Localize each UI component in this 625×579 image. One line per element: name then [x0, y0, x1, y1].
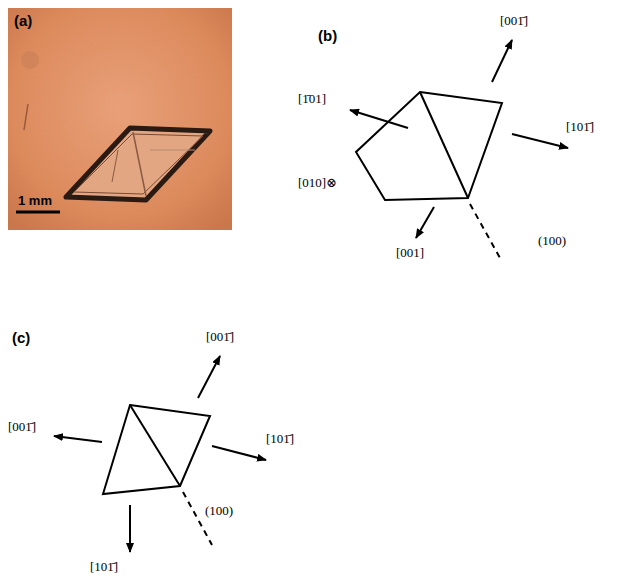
direction-label: [001̄] — [500, 14, 528, 28]
direction-label: [101̄] — [266, 432, 294, 446]
plane-label: (100) — [205, 504, 233, 518]
direction-label: [101̄] — [90, 560, 118, 574]
direction-label: [001] — [396, 246, 424, 260]
panel-letter: (b) — [318, 28, 337, 45]
crystal-sketch-b — [350, 40, 568, 258]
direction-label: [101̄] — [566, 120, 594, 134]
direction-label: [001̄] — [206, 330, 234, 344]
plane-label: (100) — [538, 234, 566, 248]
crystal-photo — [8, 8, 232, 230]
crystal-sketch-c — [54, 356, 266, 552]
panel-letter: (a) — [14, 13, 32, 30]
direction-label: [010]⊗ — [298, 176, 337, 190]
panel-letter: (c) — [12, 330, 30, 347]
direction-label: [001̄] — [8, 420, 36, 434]
direction-label: [1̄01] — [298, 92, 326, 106]
scale-bar-label: 1 mm — [18, 194, 52, 208]
